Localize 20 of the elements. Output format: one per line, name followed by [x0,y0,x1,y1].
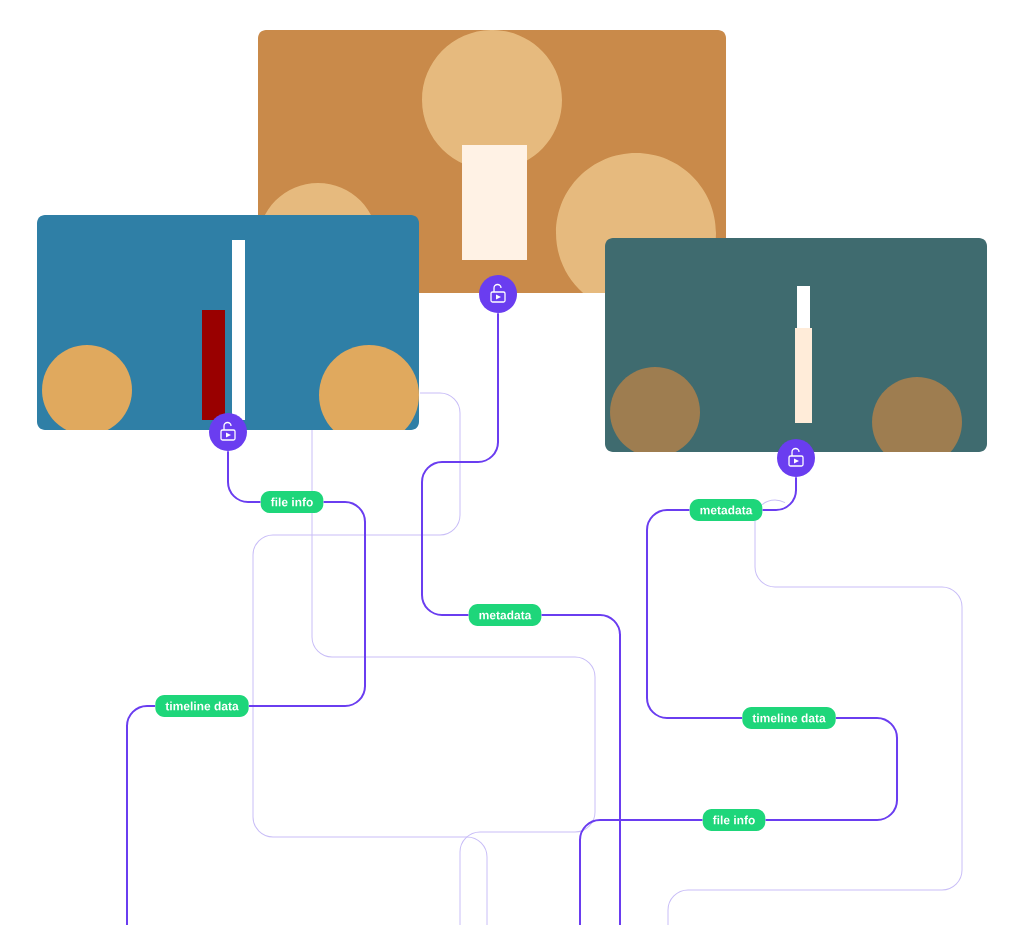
data-tag: timeline data [742,707,836,729]
data-tag: timeline data [155,695,249,717]
connector-line [247,501,366,707]
connector-line [421,312,499,616]
connector-line [761,476,797,511]
connector-line [579,819,704,926]
rocket-launch-photo [37,215,419,430]
connector-line [764,717,898,821]
unlock-media-icon [209,413,247,451]
rocket-launch-photo [605,238,987,452]
data-tag: metadata [468,604,542,626]
connector-line [646,509,744,719]
connector-line [540,614,621,926]
unlock-media-icon [479,275,517,313]
data-tag: file info [702,809,766,831]
connector-line [227,450,262,503]
data-tag: metadata [689,499,763,521]
unlock-media-icon [777,439,815,477]
connector-line [126,705,157,926]
data-tag: file info [260,491,324,513]
